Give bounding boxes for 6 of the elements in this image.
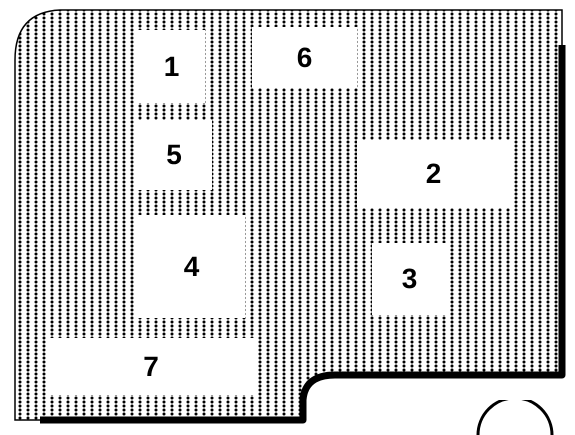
label-box: 2 <box>357 140 510 208</box>
label-box: 3 <box>372 243 447 315</box>
label-box: 1 <box>138 30 205 103</box>
label-box: 6 <box>252 27 357 88</box>
label-box: 5 <box>136 120 212 190</box>
label-box: 4 <box>138 215 245 318</box>
